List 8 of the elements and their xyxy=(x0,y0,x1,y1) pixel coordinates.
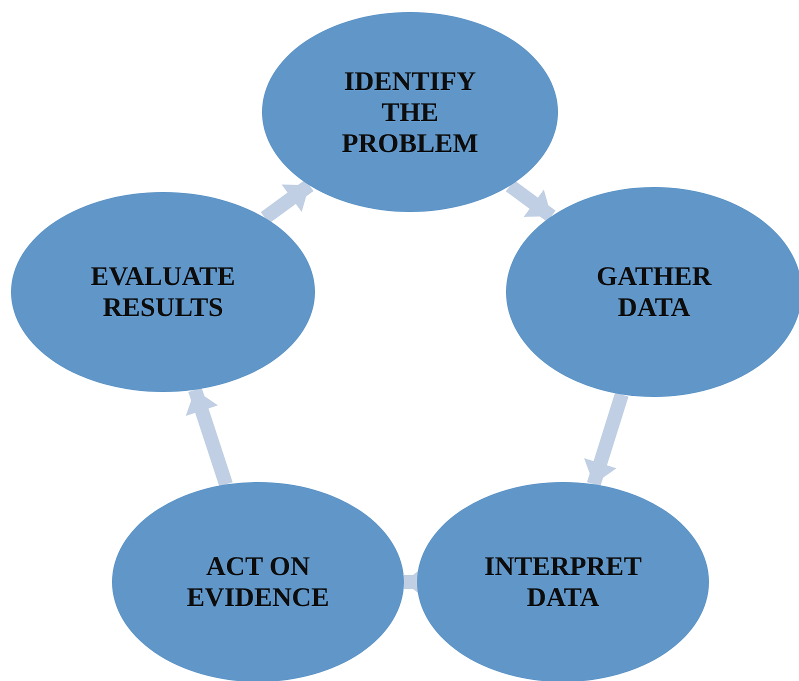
block-arrow xyxy=(584,392,628,486)
step-label: GATHER DATA xyxy=(595,261,713,323)
step-label: INTERPRET DATA xyxy=(483,551,643,613)
step-label: EVALUATE RESULTS xyxy=(90,261,236,323)
step-label: IDENTIFY THE PROBLEM xyxy=(340,66,480,158)
block-arrow xyxy=(186,388,233,487)
block-arrow xyxy=(506,180,556,222)
step-label: ACT ON EVIDENCE xyxy=(186,551,330,613)
